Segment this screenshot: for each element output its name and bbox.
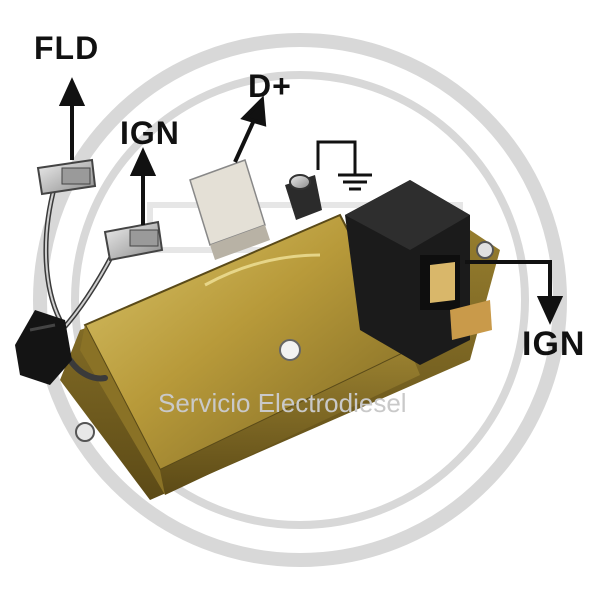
ign-arrow-right: [465, 260, 564, 325]
ign-arrow-top: [129, 147, 157, 225]
d-plus-arrow: [233, 95, 267, 163]
wire-grommet: [15, 310, 72, 385]
d-plus-terminal: [189, 159, 270, 260]
ign-connector-block: [345, 180, 492, 365]
ground-terminal: [285, 174, 322, 220]
watermark-text: Servicio Electrodiesel: [158, 388, 407, 418]
fld-terminal: [36, 158, 97, 196]
fld-arrow: [58, 77, 86, 160]
regulator-housing: [80, 213, 420, 495]
ign-label-right: IGN: [522, 325, 586, 363]
ign-label-top: IGN: [120, 115, 180, 151]
fld-label: FLD: [34, 30, 100, 66]
ground-symbol: [316, 140, 372, 191]
ign-terminal-left: [103, 220, 164, 262]
d-plus-label: D+: [248, 68, 292, 104]
